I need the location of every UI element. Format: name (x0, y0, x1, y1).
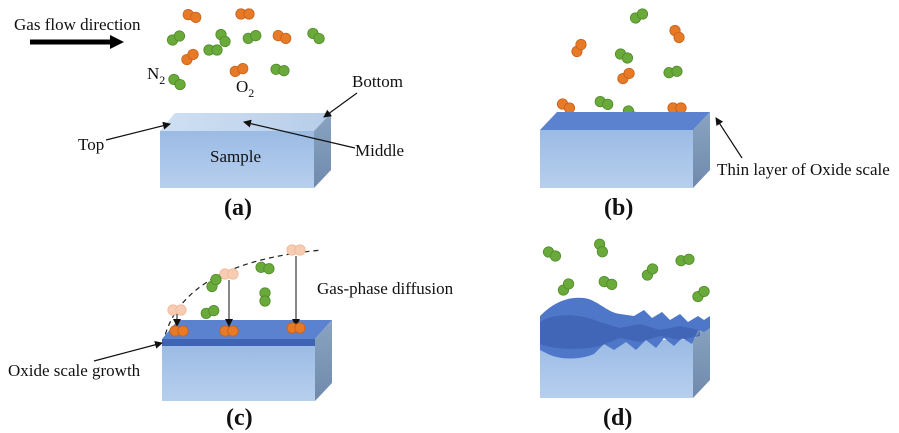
o2-molecule-icon (617, 67, 635, 85)
o2-molecule-icon (556, 98, 576, 114)
panel-b: Thin layer of Oxide scale (b) (540, 8, 890, 221)
molecule-group-a (166, 8, 325, 91)
n2-molecule-icon (307, 27, 325, 45)
n2-molecule-icon (663, 65, 683, 79)
sample-block-d (540, 297, 710, 398)
n2-molecule-icon (629, 8, 649, 24)
n2-molecule-icon (203, 44, 223, 56)
n2-molecule-icon (557, 278, 575, 296)
o2-molecule-icon (169, 325, 189, 337)
growth-arrow (93, 340, 163, 362)
bottom-arrow (323, 92, 358, 118)
n2-molecule-icon (598, 276, 618, 290)
n2-molecule-icon (675, 253, 695, 267)
caption-a: (a) (224, 195, 252, 221)
oxide-front-band (162, 339, 315, 346)
panel-d: (d) (540, 238, 710, 431)
sample-front (162, 345, 315, 401)
n2-molecule-icon (270, 63, 290, 77)
n2-molecule-icon (200, 305, 220, 319)
middle-arrow (243, 119, 356, 149)
caption-b: (b) (604, 195, 633, 221)
molecule-group-d (542, 238, 710, 303)
n2-label: N2 (147, 64, 165, 87)
n2-molecule-icon (641, 263, 659, 281)
gas-flow-arrow (30, 35, 124, 49)
n2-molecule-icon (168, 73, 186, 91)
o2-molecule-icon (669, 24, 685, 44)
n2-molecule-icon (259, 287, 271, 307)
oxide-scale-label: Thin layer of Oxide scale (717, 160, 890, 179)
sample-label: Sample (210, 147, 261, 166)
gas-flow-label: Gas flow direction (14, 15, 141, 34)
caption-d: (d) (603, 405, 632, 431)
n2-molecule-icon (215, 28, 231, 48)
sample-front (540, 130, 693, 188)
faded-o2-molecule-icon (219, 268, 239, 280)
o2-molecule-icon (219, 325, 239, 337)
molecule-group-b (556, 8, 687, 123)
sample-side (693, 112, 710, 188)
top-label: Top (78, 135, 104, 154)
sample-side (693, 320, 710, 398)
o2-molecule-icon (272, 30, 292, 44)
n2-molecule-icon (206, 273, 222, 293)
n2-molecule-icon (614, 48, 634, 64)
oxide-front-shade (540, 315, 700, 349)
bottom-label: Bottom (352, 72, 403, 91)
sample-block-b (540, 112, 710, 188)
n2-molecule-icon (542, 246, 562, 262)
sample-side (314, 113, 331, 188)
n2-molecule-icon (594, 238, 608, 258)
n2-molecule-icon (166, 30, 186, 46)
o2-molecule-icon (229, 63, 249, 77)
top-arrow (105, 121, 171, 141)
n2-molecule-icon (255, 261, 275, 275)
caption-c: (c) (226, 405, 253, 431)
faded-o2-molecule-icon (167, 304, 187, 316)
o2-molecule-icon (181, 48, 199, 66)
oxide-scale-growth-label: Oxide scale growth (8, 361, 141, 380)
o2-label: O2 (236, 77, 254, 100)
n2-molecule-icon (692, 285, 710, 303)
oxide-top-layer (540, 112, 710, 130)
n2-molecule-icon (594, 96, 614, 110)
o2-molecule-icon (235, 8, 255, 20)
oxide-scale-arrow (715, 117, 743, 159)
sample-side (315, 320, 332, 401)
n2-molecule-icon (242, 30, 262, 44)
middle-label: Middle (355, 141, 404, 160)
o2-molecule-icon (667, 102, 687, 114)
sample-front (160, 131, 314, 188)
dashed-growth-curve (162, 249, 323, 344)
o2-molecule-icon (182, 9, 202, 23)
panel-a: Gas flow direction N2 O2 Sample Bottom T… (14, 8, 404, 221)
diffusion-arrows (173, 256, 300, 327)
molecule-group-c (167, 244, 306, 337)
panel-c: Gas-phase diffusion Oxide scale growth (… (8, 244, 454, 431)
o2-molecule-icon (286, 322, 306, 334)
gas-phase-diffusion-label: Gas-phase diffusion (317, 279, 454, 298)
o2-molecule-icon (571, 38, 587, 58)
faded-o2-molecule-icon (286, 244, 306, 256)
